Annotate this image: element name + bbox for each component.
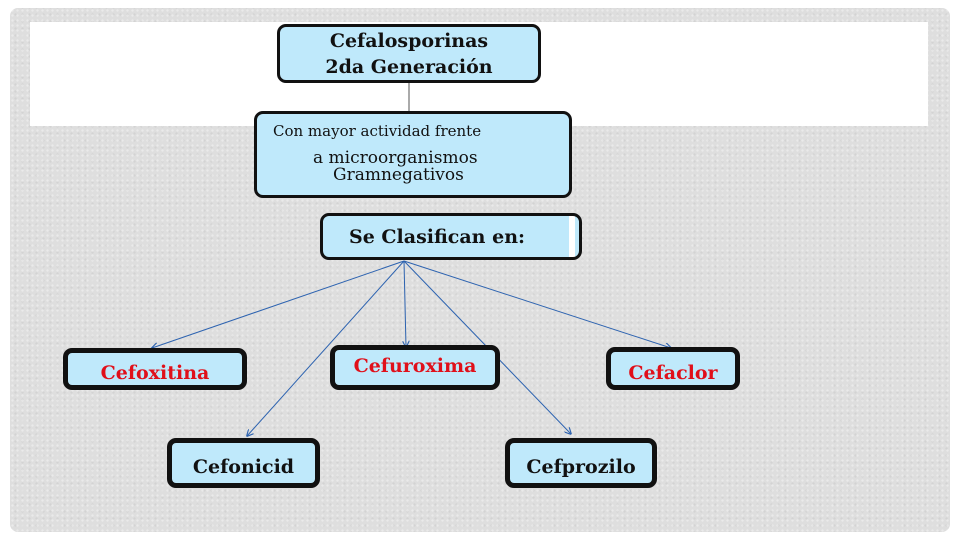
item-label: Cefaclor xyxy=(628,362,718,384)
item-cefprozilo: Cefprozilo xyxy=(505,438,657,488)
item-cefonicid: Cefonicid xyxy=(167,438,320,488)
arrow-to-cefoxitina xyxy=(152,260,405,348)
item-label: Cefuroxima xyxy=(353,355,477,377)
title-line-2: 2da Generación xyxy=(325,55,493,78)
title-box: Cefalosporinas 2da Generación xyxy=(277,24,541,83)
item-cefuroxima: Cefuroxima xyxy=(330,345,500,390)
item-cefoxitina: Cefoxitina xyxy=(63,348,247,390)
arrow-to-cefonicid xyxy=(247,260,405,436)
item-label: Cefoxitina xyxy=(100,362,210,384)
classification-label: Se Clasifican en: xyxy=(349,225,526,248)
arrow-to-cefuroxima xyxy=(404,260,406,347)
item-label: Cefprozilo xyxy=(526,456,636,478)
item-label: Cefonicid xyxy=(192,456,295,478)
classification-box: Se Clasifican en: xyxy=(320,213,582,260)
description-line-1: Con mayor actividad frente xyxy=(273,122,482,140)
description-box: Con mayor actividad frente a microorgani… xyxy=(254,111,572,198)
item-cefaclor: Cefaclor xyxy=(606,347,740,390)
arrow-to-cefaclor xyxy=(403,260,671,348)
title-line-1: Cefalosporinas xyxy=(329,29,489,52)
description-line-3: Gramnegativos xyxy=(333,165,464,185)
description-line-2: a microorganismos xyxy=(313,148,478,168)
